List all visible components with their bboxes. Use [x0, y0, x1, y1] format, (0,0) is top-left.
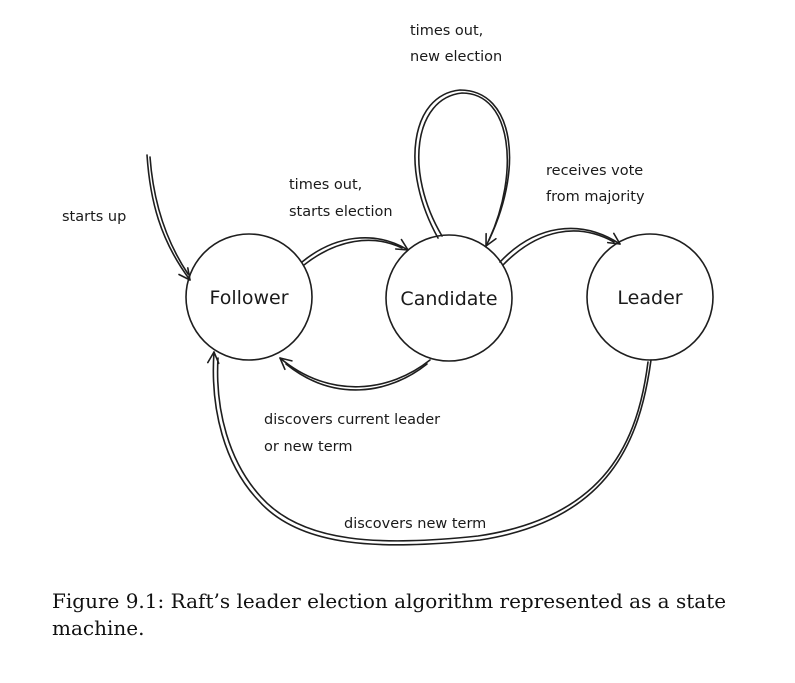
candidate-to-leader-label-line-2: from majority	[546, 189, 645, 205]
candidate-to-leader-arrow-second-stroke	[502, 230, 615, 266]
leader-to-follower-label: discovers new term	[344, 516, 486, 532]
leader-state-label: Leader	[617, 287, 682, 309]
starts-up-label: starts up	[62, 209, 126, 225]
candidate-self-loop-arrow-second-stroke	[418, 92, 509, 241]
figure-caption: Figure 9.1: Raft’s leader election algor…	[52, 589, 727, 640]
follower-to-candidate-label-line-2: starts election	[289, 204, 393, 220]
state-machine-diagram: Follower Candidate Leader starts up time…	[62, 23, 714, 546]
start-arrow-second-stroke	[149, 156, 189, 275]
candidate-to-follower-label-line-2: or new term	[264, 439, 352, 455]
candidate-to-follower-arrow	[279, 357, 431, 388]
start-arrow	[146, 154, 191, 281]
leader-state: Leader	[586, 233, 714, 361]
leader-to-follower-arrow-second-stroke	[216, 357, 649, 542]
follower-to-candidate-label-line-1: times out,	[289, 177, 362, 193]
follower-state-label: Follower	[209, 287, 288, 309]
candidate-to-follower-arrow-second-stroke	[285, 363, 428, 391]
candidate-to-leader-arrow	[499, 227, 621, 263]
follower-to-candidate-arrow-second-stroke	[303, 239, 403, 266]
candidate-self-loop-label-line-2: new election	[410, 49, 502, 65]
candidate-self-loop-label-line-1: times out,	[410, 23, 483, 39]
candidate-self-loop-arrow	[414, 89, 511, 247]
candidate-to-leader-label-line-1: receives vote	[546, 163, 643, 179]
candidate-state-label: Candidate	[400, 288, 497, 310]
candidate-state: Candidate	[385, 234, 513, 362]
follower-state: Follower	[185, 233, 313, 361]
follower-to-candidate-arrow	[301, 237, 409, 263]
candidate-to-follower-label-line-1: discovers current leader	[264, 412, 440, 428]
leader-to-follower-arrow	[206, 351, 652, 546]
